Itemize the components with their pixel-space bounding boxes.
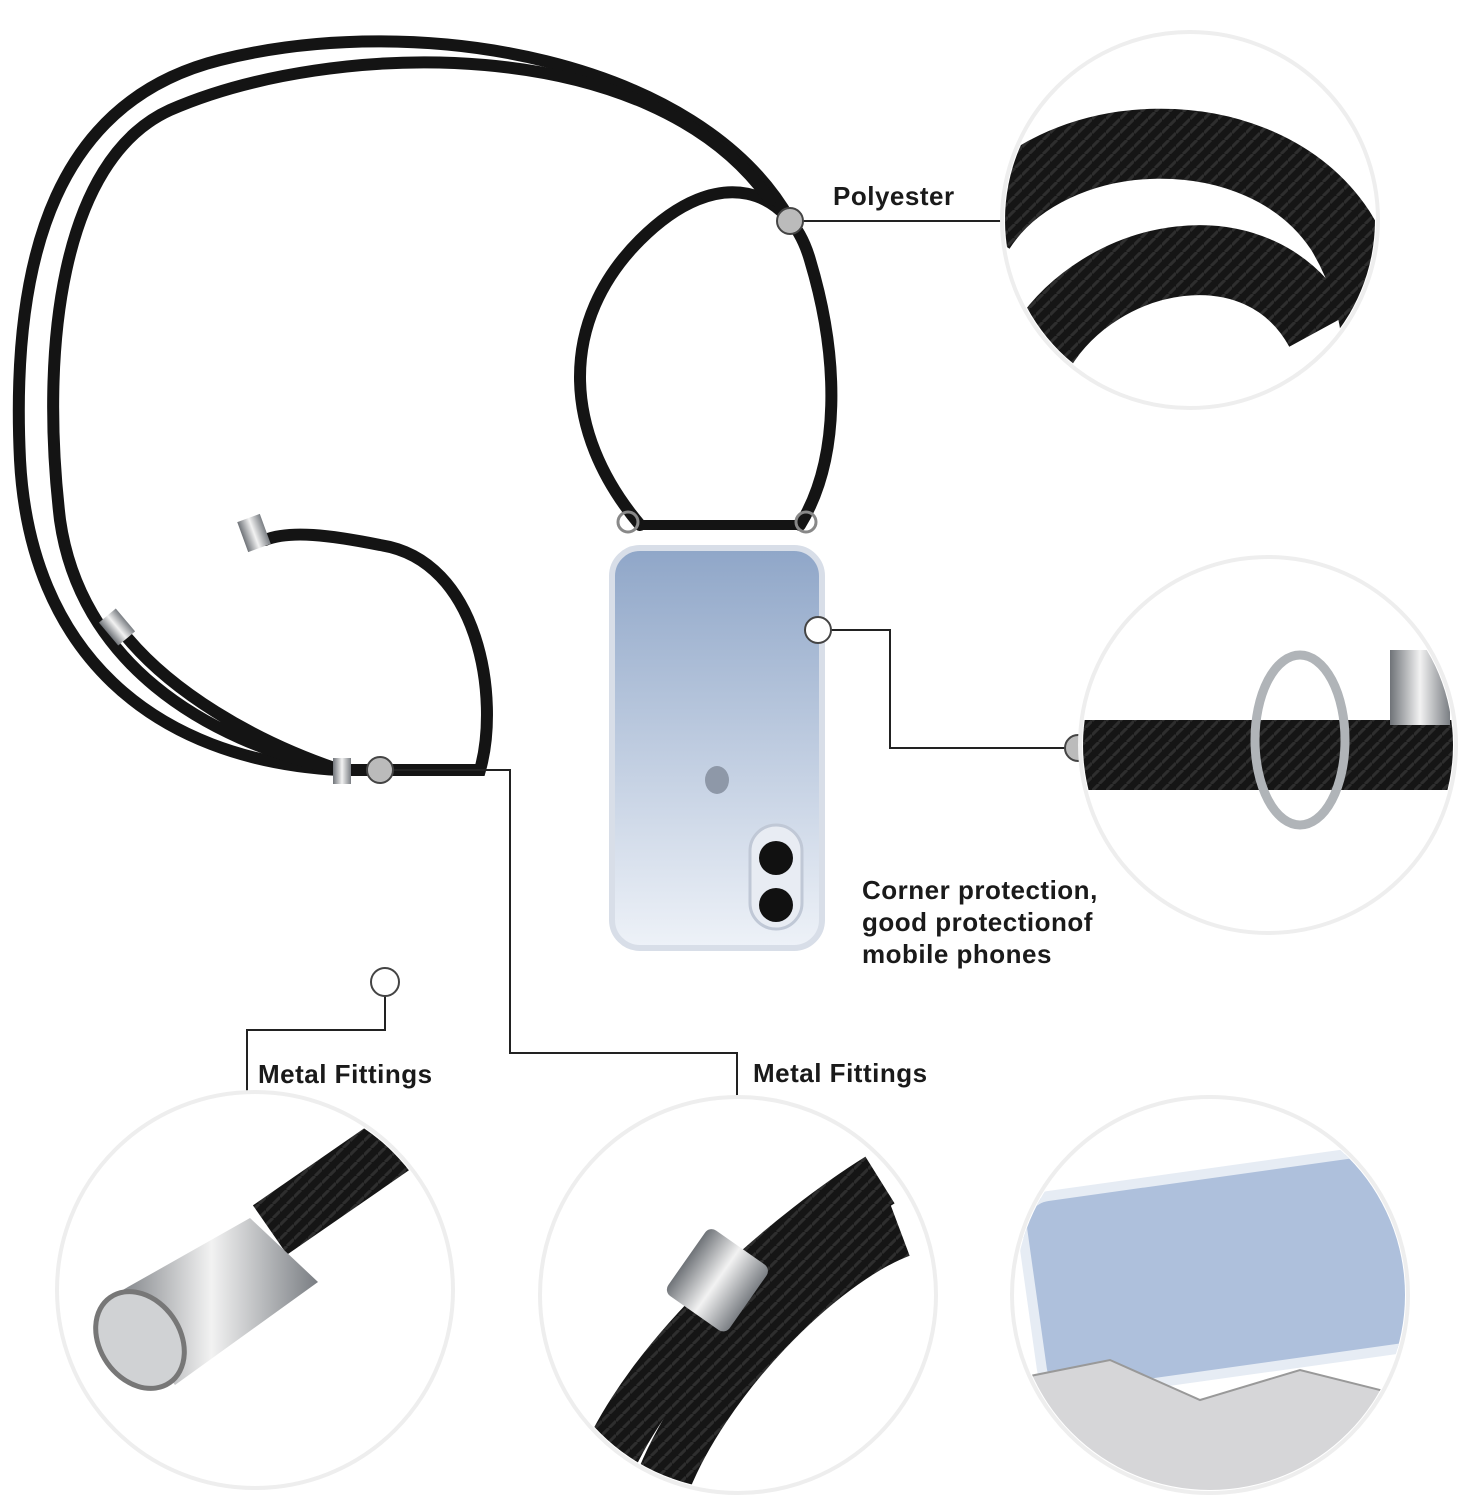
detail-circle-polyester xyxy=(1000,30,1380,410)
label-line: mobile phones xyxy=(862,939,1052,969)
metal-slider-icon xyxy=(333,758,351,784)
apple-logo-icon xyxy=(705,766,729,794)
detail-circle-slider xyxy=(538,1095,938,1495)
label-polyester: Polyester xyxy=(833,181,955,211)
detail-circle-end-tip xyxy=(55,1090,455,1490)
label-metal-fittings-right: Metal Fittings xyxy=(753,1058,928,1088)
metal-tip-icon xyxy=(237,513,271,553)
detail-circle-corner xyxy=(1010,1095,1410,1495)
label-line: Corner protection, xyxy=(862,875,1098,905)
label-corner-protection: Corner protection, good protectionof mob… xyxy=(862,874,1098,970)
label-metal-fittings-left: Metal Fittings xyxy=(258,1059,433,1089)
label-line: good protectionof xyxy=(862,907,1093,937)
detail-circle-ring xyxy=(1078,555,1458,935)
phone-case xyxy=(609,510,825,951)
leader-lines xyxy=(246,220,1078,1120)
lanyard-cord xyxy=(12,35,838,776)
metal-tip-icon xyxy=(98,608,136,646)
